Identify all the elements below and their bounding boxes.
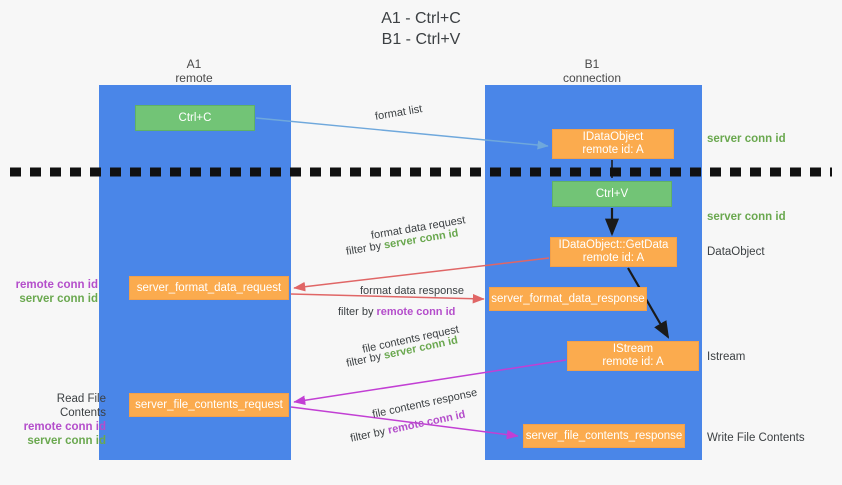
- edge-label-format-list: format list: [374, 103, 423, 124]
- annotation-dataobject: DataObject: [707, 246, 765, 258]
- lane-header-b1-name: B1: [584, 57, 600, 71]
- title-line-1: A1 - Ctrl+C: [381, 10, 461, 27]
- node-ctrl-c-label: Ctrl+C: [178, 111, 212, 124]
- annotation-group-left-format: remote conn id server conn id: [8, 278, 98, 306]
- lane-header-b1-role: connection: [562, 71, 622, 85]
- node-idataobject-line2: remote id: A: [582, 144, 644, 156]
- annotation-remote-conn-id-1: remote conn id: [15, 279, 98, 291]
- node-server-file-contents-request-label: server_file_contents_request: [135, 398, 283, 411]
- node-istream-line2: remote id: A: [602, 356, 664, 368]
- annotation-server-conn-id-mid: server conn id: [707, 211, 786, 223]
- filter-prefix: filter by: [345, 239, 386, 258]
- node-ctrl-v-label: Ctrl+V: [595, 187, 629, 200]
- node-istream[interactable]: IStream remote id: A: [567, 341, 699, 371]
- edge-label-format-data-response-text: format data response: [360, 285, 464, 297]
- filter-prefix: filter by: [349, 424, 390, 445]
- node-server-file-contents-response[interactable]: server_file_contents_response: [523, 424, 685, 448]
- filter-value-remote-conn-id: remote conn id: [376, 306, 456, 318]
- filter-prefix: filter by: [338, 306, 377, 318]
- annotation-server-conn-id-1: server conn id: [19, 293, 98, 305]
- node-getdata-line2: remote id: A: [582, 252, 645, 264]
- node-server-format-data-request-label: server_format_data_request: [136, 281, 282, 294]
- annotation-read-file-contents: Read File Contents: [56, 393, 106, 419]
- edge-label-format-data-response-filter: filter by remote conn id: [338, 305, 455, 319]
- node-idataobject-getdata[interactable]: IDataObject::GetData remote id: A: [550, 237, 677, 267]
- lane-header-a1-role: remote: [175, 71, 213, 85]
- node-server-format-data-response[interactable]: server_format_data_response: [489, 287, 647, 311]
- node-idataobject-line1: IDataObject: [582, 131, 644, 143]
- annotation-server-conn-id-2: server conn id: [27, 435, 106, 447]
- node-server-file-contents-request[interactable]: server_file_contents_request: [129, 393, 289, 417]
- edge-label-format-data-response: format data response: [360, 284, 464, 298]
- node-server-file-contents-response-label: server_file_contents_response: [525, 429, 683, 442]
- lane-header-a1-name: A1: [186, 57, 202, 71]
- lane-header-a1: A1 remote: [134, 57, 254, 85]
- node-server-format-data-request[interactable]: server_format_data_request: [129, 276, 289, 300]
- edge-label-format-list-text: format list: [374, 103, 424, 123]
- node-ctrl-v[interactable]: Ctrl+V: [552, 181, 672, 207]
- node-idataobject[interactable]: IDataObject remote id: A: [552, 129, 674, 159]
- title-line-2: B1 - Ctrl+V: [381, 31, 461, 48]
- node-server-format-data-response-label: server_format_data_response: [491, 292, 645, 305]
- node-istream-line1: IStream: [612, 343, 654, 355]
- diagram-title: A1 - Ctrl+C B1 - Ctrl+V: [0, 8, 842, 50]
- annotation-write-file-contents: Write File Contents: [707, 432, 805, 444]
- annotation-group-left-file: Read File Contents remote conn id server…: [8, 392, 106, 448]
- filter-prefix: filter by: [345, 349, 386, 370]
- annotation-istream: Istream: [707, 351, 746, 363]
- lane-header-b1: B1 connection: [532, 57, 652, 85]
- annotation-remote-conn-id-2: remote conn id: [23, 421, 106, 433]
- annotation-server-conn-id-top: server conn id: [707, 133, 786, 145]
- node-getdata-line1: IDataObject::GetData: [558, 239, 669, 251]
- node-ctrl-c[interactable]: Ctrl+C: [135, 105, 255, 131]
